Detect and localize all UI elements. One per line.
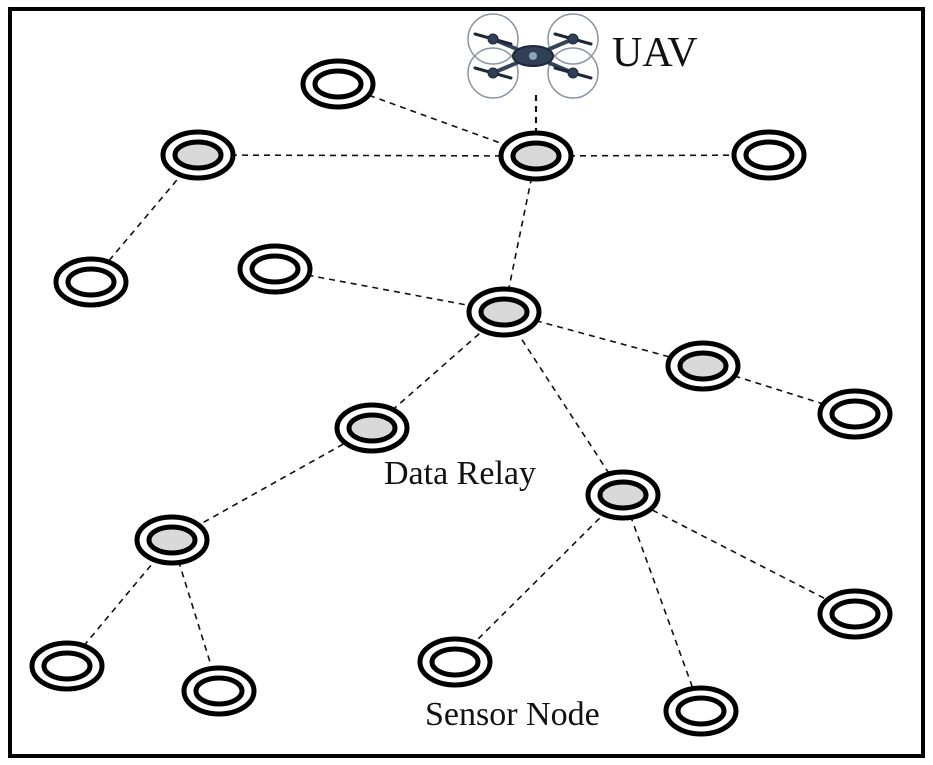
relay-node bbox=[134, 514, 210, 566]
link bbox=[535, 154, 770, 157]
link bbox=[171, 539, 220, 692]
sensor-node bbox=[53, 256, 129, 308]
relay-node bbox=[334, 402, 410, 454]
sensor-node-label: Sensor Node bbox=[425, 696, 600, 733]
relay-node bbox=[498, 130, 574, 182]
link bbox=[503, 155, 537, 313]
sensor-node bbox=[237, 243, 313, 295]
sensor-node bbox=[300, 58, 376, 110]
relay-nodes bbox=[134, 129, 741, 566]
link bbox=[622, 494, 702, 712]
sensor-node bbox=[181, 665, 257, 717]
link bbox=[197, 154, 537, 157]
data-relay-label: Data Relay bbox=[384, 455, 536, 492]
sensor-node bbox=[417, 636, 493, 688]
sensor-node bbox=[663, 685, 739, 737]
relay-node bbox=[585, 469, 661, 521]
uav-quadcopter-icon bbox=[467, 13, 599, 99]
sensor-node bbox=[817, 588, 893, 640]
uav-label: UAV bbox=[612, 30, 698, 76]
relay-node bbox=[665, 340, 741, 392]
link bbox=[503, 311, 624, 496]
relay-node bbox=[466, 286, 542, 338]
sensor-nodes bbox=[29, 58, 893, 737]
relay-node bbox=[160, 129, 236, 181]
sensor-node bbox=[29, 640, 105, 692]
link bbox=[171, 427, 373, 541]
sensor-node bbox=[817, 388, 893, 440]
link bbox=[274, 268, 505, 313]
sensor-node bbox=[731, 129, 807, 181]
